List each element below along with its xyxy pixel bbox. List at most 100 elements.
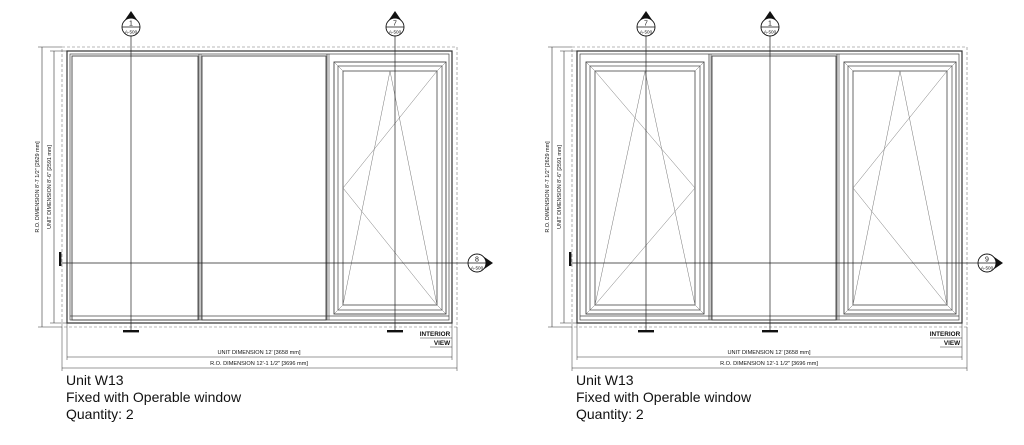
section-number: 7 bbox=[644, 20, 648, 27]
section-cut-bar bbox=[638, 330, 654, 333]
sash-outer bbox=[843, 61, 957, 315]
bevel bbox=[843, 61, 854, 72]
caption-type: Fixed with Operable window bbox=[576, 389, 752, 405]
swing-line bbox=[852, 187, 948, 306]
swing-line bbox=[342, 70, 438, 189]
tilt-line bbox=[342, 70, 391, 306]
unit-dimension-height: UNIT DIMENSION 8'-6" [2591 mm] bbox=[47, 145, 53, 229]
ro-dimension-height: R.O. DIMENSION 8'-7 1/2" [2629 mm] bbox=[545, 141, 551, 233]
tilt-line bbox=[389, 70, 438, 306]
swing-line bbox=[594, 70, 696, 189]
unit-dimension-width: UNIT DIMENSION 12' [3658 mm] bbox=[727, 350, 810, 356]
sash-frame bbox=[337, 65, 443, 311]
swing-line bbox=[852, 70, 948, 189]
section-sheet-ref: A-500 bbox=[471, 265, 484, 270]
sash-glass bbox=[852, 70, 948, 306]
view-label: INTERIOR bbox=[930, 331, 961, 338]
section-mark-9: 9A-500 bbox=[977, 253, 1003, 273]
ro-dimension-height: R.O. DIMENSION 8'-7 1/2" [2629 mm] bbox=[35, 141, 41, 233]
section-arrow-icon bbox=[639, 11, 653, 21]
bevel bbox=[585, 61, 596, 72]
sash-frame bbox=[847, 65, 953, 311]
swing-line bbox=[594, 187, 696, 306]
section-mark-7: 7A-500 bbox=[636, 11, 656, 37]
window-elevation-1: R.O. DIMENSION 8'-7 1/2" [2629 mm] UNIT D… bbox=[35, 11, 493, 371]
rough-opening-outline bbox=[61, 46, 458, 328]
fixed-glass bbox=[71, 55, 199, 321]
sash-frame bbox=[589, 65, 701, 311]
operable-sash bbox=[843, 61, 957, 315]
caption-quantity: Quantity: 2 bbox=[576, 406, 644, 422]
unit-frame-inner bbox=[579, 53, 960, 321]
tilt-line bbox=[899, 70, 948, 306]
section-cut-bar bbox=[762, 330, 778, 333]
ro-dimension-width: R.O. DIMENSION 12'-1 1/2" [3696 mm] bbox=[210, 361, 308, 367]
sash-outer bbox=[585, 61, 705, 315]
section-cut-bar bbox=[387, 330, 403, 333]
operable-sash bbox=[585, 61, 705, 315]
bevel bbox=[843, 304, 854, 315]
bevel bbox=[946, 61, 957, 72]
section-arrow-icon bbox=[993, 256, 1003, 270]
bevel bbox=[333, 61, 344, 72]
fixed-glass bbox=[711, 55, 837, 321]
unit-frame bbox=[576, 50, 963, 324]
caption-unit: Unit W13 bbox=[576, 372, 634, 388]
swing-line bbox=[342, 187, 438, 306]
unit-frame bbox=[66, 50, 453, 324]
tilt-line bbox=[852, 70, 901, 306]
section-mark-8: 8A-500 bbox=[467, 253, 493, 273]
bevel bbox=[333, 304, 344, 315]
section-sheet-ref: A-500 bbox=[764, 29, 777, 34]
fixed-panel bbox=[711, 55, 837, 321]
fixed-glass bbox=[201, 55, 327, 321]
window-elevation-2: R.O. DIMENSION 8'-7 1/2" [2629 mm] UNIT D… bbox=[545, 11, 1003, 371]
view-label: VIEW bbox=[434, 340, 451, 347]
caption-right: Unit W13 Fixed with Operable window Quan… bbox=[576, 372, 751, 423]
caption-left: Unit W13 Fixed with Operable window Quan… bbox=[66, 372, 241, 423]
section-mark-1: 1A-500 bbox=[760, 11, 780, 37]
caption-unit: Unit W13 bbox=[66, 372, 124, 388]
unit-frame-inner bbox=[69, 53, 450, 321]
section-mark-1: 1A-500 bbox=[121, 11, 141, 37]
section-number: 9 bbox=[985, 256, 989, 263]
tilt-line bbox=[594, 70, 646, 306]
sash-outer bbox=[333, 61, 447, 315]
rough-opening-outline bbox=[571, 46, 968, 328]
section-sheet-ref: A-500 bbox=[389, 29, 402, 34]
sash-glass bbox=[594, 70, 696, 306]
bevel bbox=[585, 304, 596, 315]
section-number: 8 bbox=[475, 256, 479, 263]
view-label: VIEW bbox=[944, 340, 961, 347]
bevel bbox=[694, 304, 705, 315]
bevel bbox=[694, 61, 705, 72]
view-label: INTERIOR bbox=[420, 331, 451, 338]
section-number: 1 bbox=[129, 20, 133, 27]
caption-quantity: Quantity: 2 bbox=[66, 406, 134, 422]
caption-type: Fixed with Operable window bbox=[66, 389, 242, 405]
bevel bbox=[946, 304, 957, 315]
fixed-panel bbox=[71, 55, 199, 321]
section-mark-7: 7A-500 bbox=[385, 11, 405, 37]
section-sheet-ref: A-500 bbox=[125, 29, 138, 34]
section-cut-bar bbox=[59, 252, 62, 266]
tilt-line bbox=[644, 70, 696, 306]
section-number: 7 bbox=[393, 20, 397, 27]
section-number: 1 bbox=[768, 20, 772, 27]
ro-dimension-width: R.O. DIMENSION 12'-1 1/2" [3696 mm] bbox=[720, 361, 818, 367]
section-cut-bar bbox=[569, 252, 572, 266]
unit-dimension-width: UNIT DIMENSION 12' [3658 mm] bbox=[217, 350, 300, 356]
section-sheet-ref: A-500 bbox=[981, 265, 994, 270]
section-arrow-icon bbox=[388, 11, 402, 21]
section-cut-bar bbox=[123, 330, 139, 333]
section-sheet-ref: A-500 bbox=[640, 29, 653, 34]
section-arrow-icon bbox=[483, 256, 493, 270]
bevel bbox=[436, 61, 447, 72]
operable-sash bbox=[333, 61, 447, 315]
section-arrow-icon bbox=[763, 11, 777, 21]
fixed-panel bbox=[201, 55, 327, 321]
sash-glass bbox=[342, 70, 438, 306]
unit-dimension-height: UNIT DIMENSION 8'-6" [2591 mm] bbox=[557, 145, 563, 229]
section-arrow-icon bbox=[124, 11, 138, 21]
